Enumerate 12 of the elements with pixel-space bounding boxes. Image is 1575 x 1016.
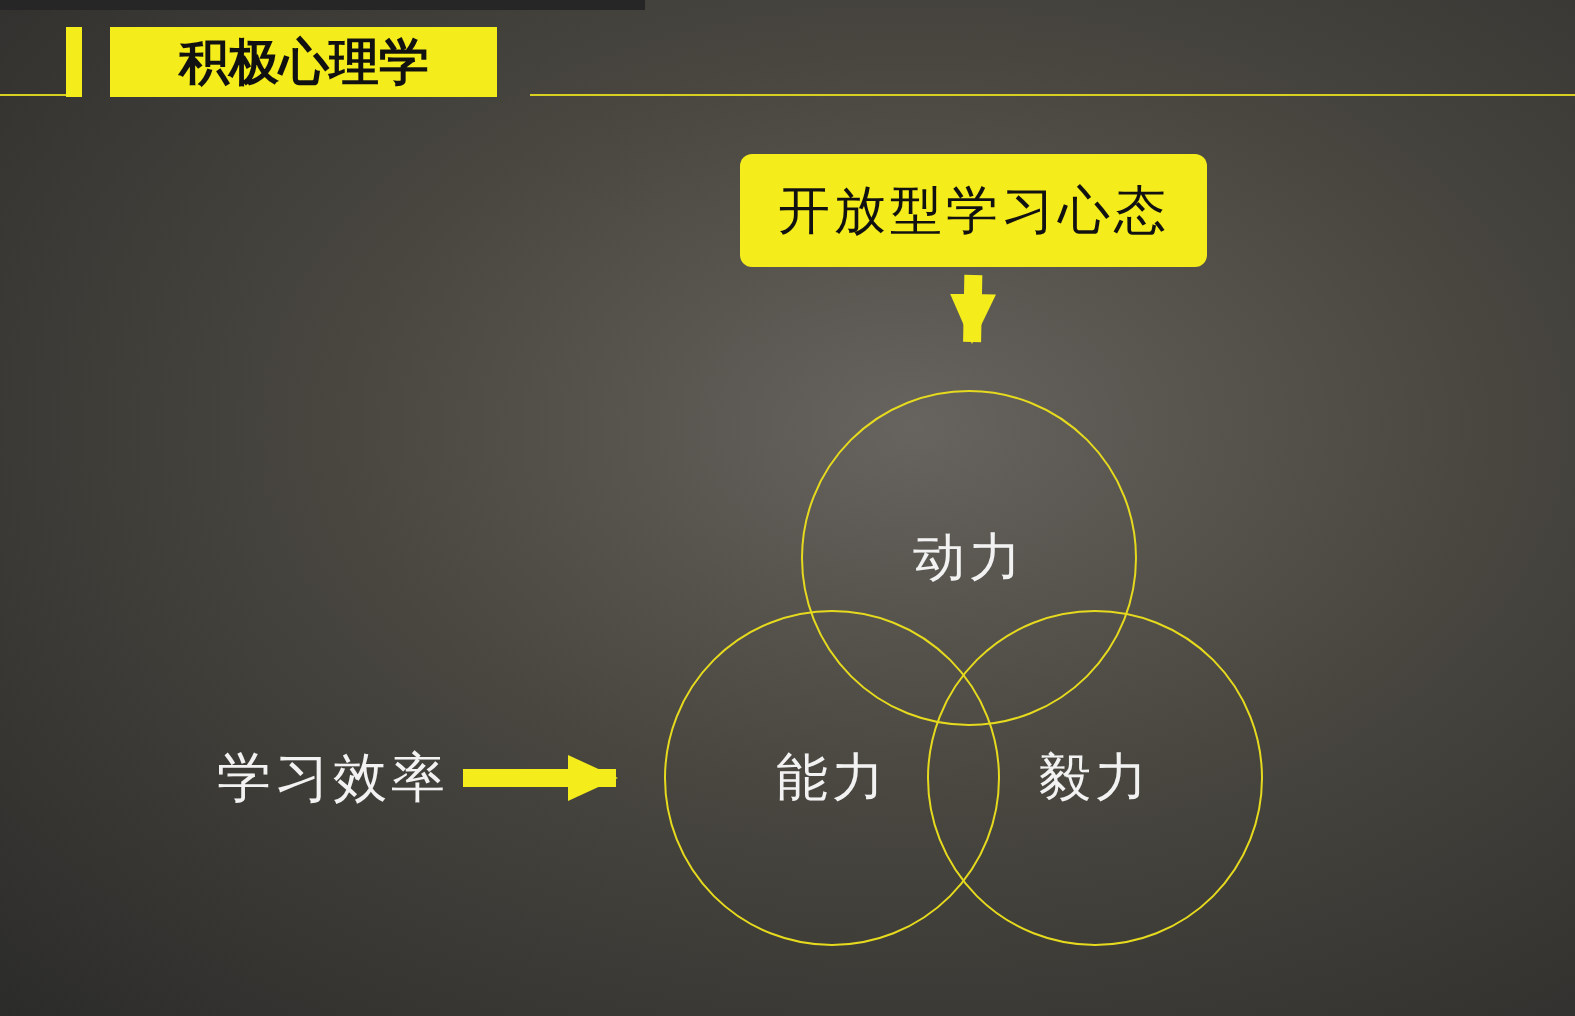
venn-circle: [664, 610, 1000, 946]
circle-label: 毅力: [1039, 746, 1151, 809]
highlight-box: [740, 154, 1207, 267]
arrow: [950, 274, 996, 344]
venn-circle: [801, 390, 1137, 726]
circle-label: 动力: [913, 526, 1025, 589]
circle-label: 能力: [776, 746, 888, 809]
box-label: 开放型学习心态: [777, 178, 1170, 242]
flow-label: 学习效率: [216, 744, 449, 811]
title-text: 积极心理学: [178, 31, 429, 93]
arrow: [463, 755, 618, 801]
venn-circle: [927, 610, 1263, 946]
